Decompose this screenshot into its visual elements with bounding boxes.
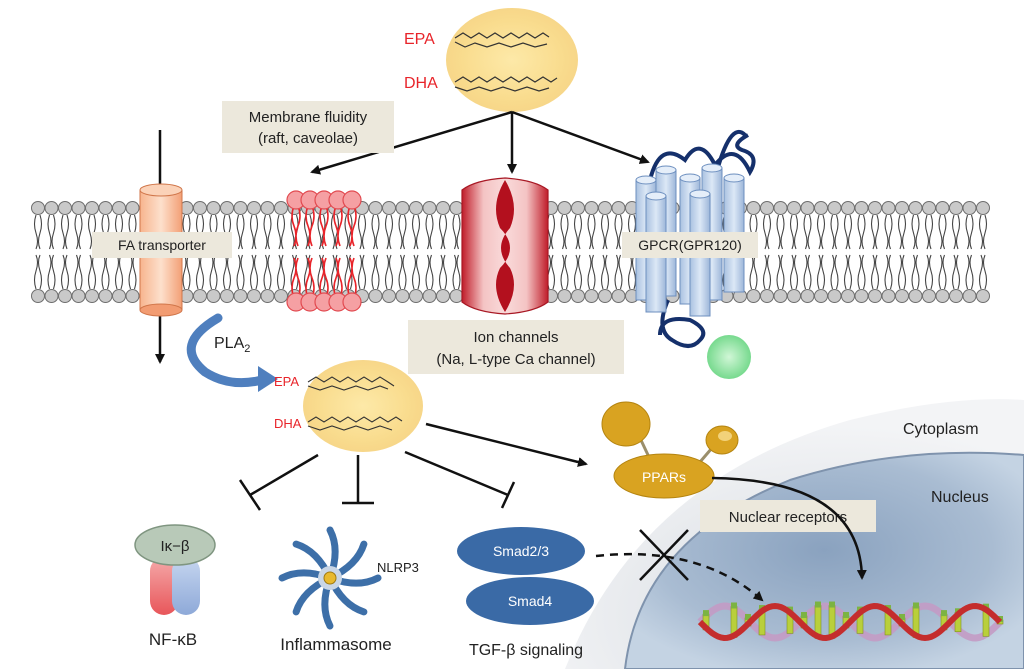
smad23-ellipse [457, 527, 585, 575]
dha-label-inner: DHA [274, 416, 302, 431]
inhibit-tgf [404, 450, 516, 509]
dha-tail-top [454, 86, 550, 92]
nucleus-region [623, 451, 1024, 669]
membrane-fluidity-line1: Membrane fluidity [249, 109, 368, 126]
epa-label-top: EPA [404, 31, 435, 48]
pla2-arrow [186, 313, 267, 388]
gpcr-label-box [622, 232, 758, 258]
ion-channel-pore [496, 180, 514, 312]
epa-tail-inner [307, 385, 389, 391]
fa-transporter-label: FA transporter [118, 237, 206, 253]
nlrp3-label: NLRP3 [377, 560, 419, 575]
fa-transporter-label-box [92, 232, 232, 258]
blocked-x-mark [639, 529, 689, 581]
top-lipid-glow [446, 8, 578, 112]
ion-channels-line2: (Na, L-type Ca channel) [436, 351, 595, 368]
fa-transporter-top [139, 183, 183, 197]
inflammasome-structure [278, 526, 382, 630]
lipid-raft [286, 190, 362, 312]
epa-structure-inner [307, 376, 395, 387]
smad23-label: Smad2/3 [493, 543, 549, 559]
cytoplasm-label: Cytoplasm [903, 421, 979, 438]
tgf-beta-label: TGF-β signaling [469, 642, 583, 659]
nuclear-receptors-label: Nuclear receptors [729, 509, 847, 526]
pla2-arrow-head [258, 366, 278, 392]
inner-lipid-glow [303, 360, 423, 452]
ion-channels-line1: Ion channels [473, 329, 558, 346]
gpcr-label: GPCR(GPR120) [638, 237, 741, 253]
arrow-to-ppars [425, 422, 588, 467]
cell-membrane [31, 201, 990, 303]
membrane-fluidity-line2: (raft, caveolae) [258, 130, 358, 147]
dna-helix [697, 601, 1004, 642]
dha-label-top: DHA [404, 75, 438, 92]
ppars-complex [601, 401, 739, 499]
membrane-fluidity-box [222, 101, 394, 153]
dha-structure-inner [307, 416, 403, 423]
smad-to-dna-dashed-arrow [595, 552, 764, 602]
ppar-to-dna-arrow [711, 476, 867, 580]
ppars-label: PPARs [642, 469, 686, 485]
inflammasome-label: Inflammasome [280, 635, 391, 654]
inhibit-inflammasome [342, 455, 374, 505]
fa-transporter-bottom [139, 303, 183, 317]
epa-structure-top [454, 32, 550, 39]
pla2-label: PLA2 [214, 335, 250, 355]
smad4-label: Smad4 [508, 593, 553, 609]
gpcr-loops [648, 133, 756, 181]
ik-beta-label: Iκ−β [160, 538, 189, 555]
nfkb-label: NF-κB [149, 630, 197, 649]
epa-tail-top [454, 41, 548, 48]
arrow-to-fluidity [310, 110, 513, 175]
smad4-ellipse [466, 577, 594, 625]
nucleus-label: Nucleus [931, 489, 989, 506]
nfkb-complex [134, 524, 216, 615]
dha-tail-inner [307, 425, 393, 431]
ion-channels-box [408, 320, 624, 374]
inhibit-nfkb [238, 453, 319, 511]
gpcr-c-tail [658, 299, 706, 348]
g-protein-dot [707, 335, 751, 379]
dha-structure-top [454, 76, 558, 83]
arrow-to-gpcr [511, 110, 650, 164]
epa-label-inner: EPA [274, 374, 299, 389]
